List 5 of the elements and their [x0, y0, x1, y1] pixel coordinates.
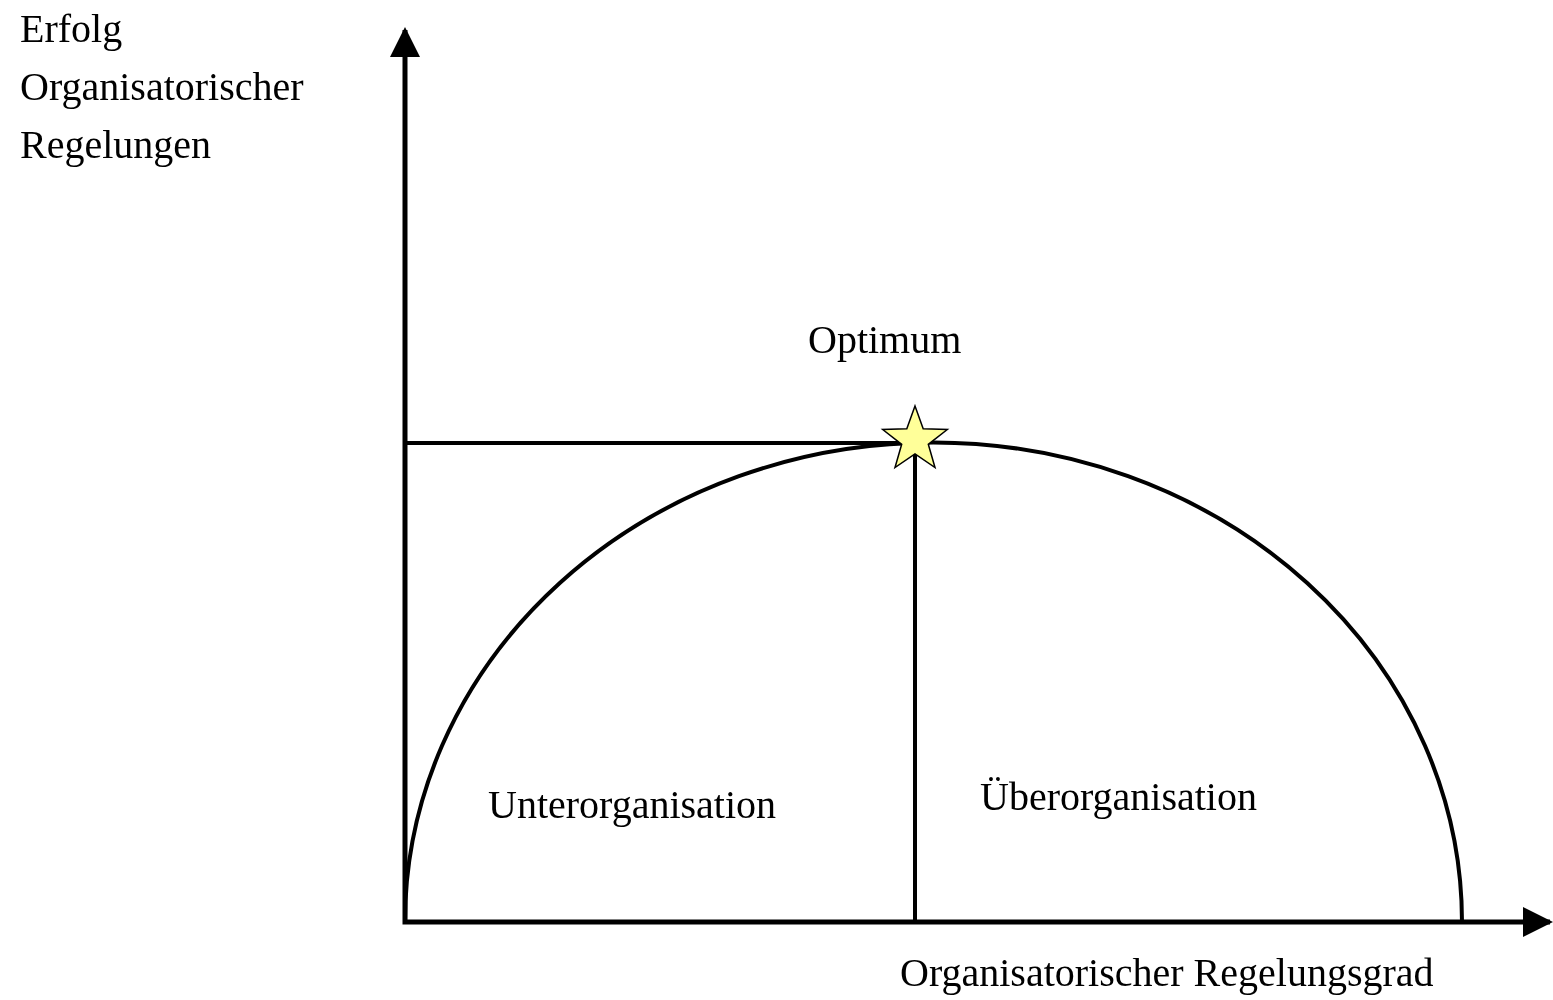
axis-label: Erfolg Organisatorischer Regelungen [20, 5, 305, 169]
point-label: Optimum [808, 316, 962, 364]
region-label: Unterorganisation [488, 781, 777, 829]
axis-label: Organisatorischer Regelungsgrad [900, 949, 1434, 997]
region-label: Überorganisation [980, 773, 1257, 821]
